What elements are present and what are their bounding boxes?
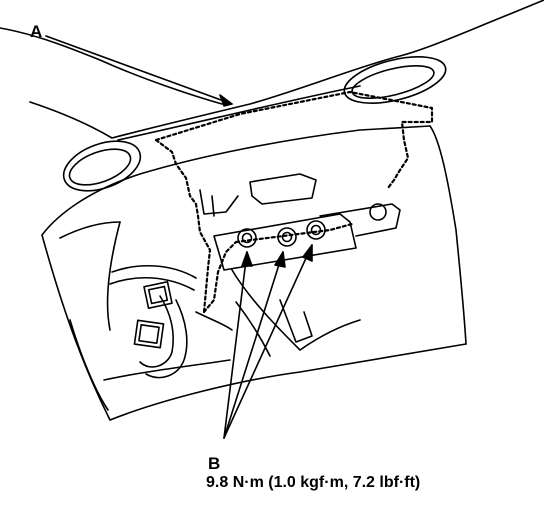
dashboard-body [41,125,467,421]
leader-b [223,244,313,439]
electrical-connector-2 [133,319,165,349]
torque-spec-label: 9.8 N·m (1.0 kgf·m, 7.2 lbf·ft) [206,474,421,491]
electrical-connector-1 [143,280,173,310]
dashboard-top-contour [0,0,544,141]
mounting-bolt-1 [237,228,257,248]
component-a-outline [154,90,434,314]
callout-b-label: B [208,454,221,473]
left-air-vent [62,140,142,192]
mounting-bracket [199,173,401,271]
callout-a-label: A [30,22,43,41]
wiring-harness [109,264,233,379]
leader-a [45,35,233,107]
lower-duct [231,269,361,357]
